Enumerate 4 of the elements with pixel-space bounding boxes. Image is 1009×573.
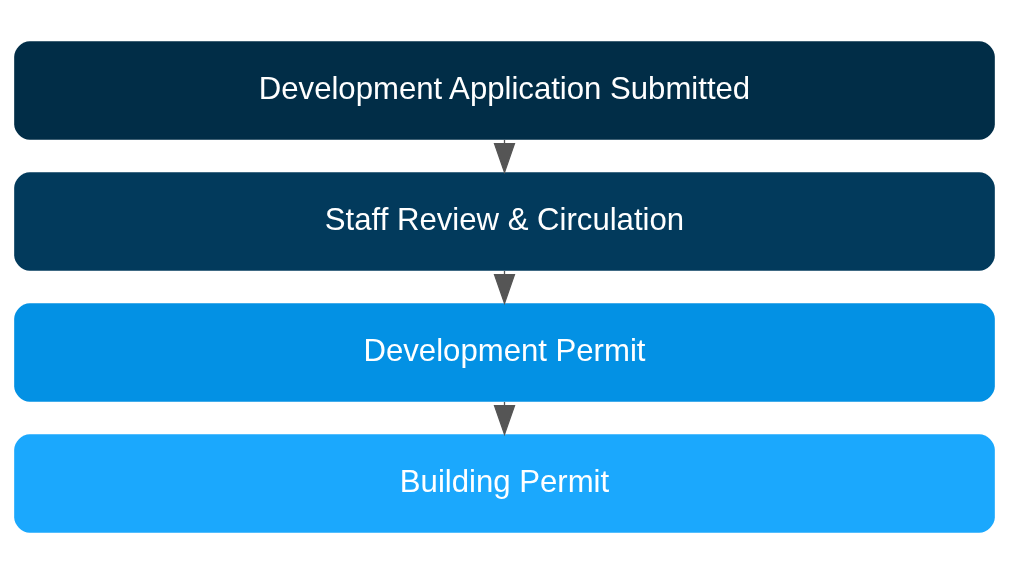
node-box: Development Application Submitted <box>14 40 995 140</box>
node-box: Building Permit <box>14 433 995 533</box>
node-box: Staff Review & Circulation <box>14 171 995 271</box>
node-box: Development Permit <box>14 302 995 402</box>
